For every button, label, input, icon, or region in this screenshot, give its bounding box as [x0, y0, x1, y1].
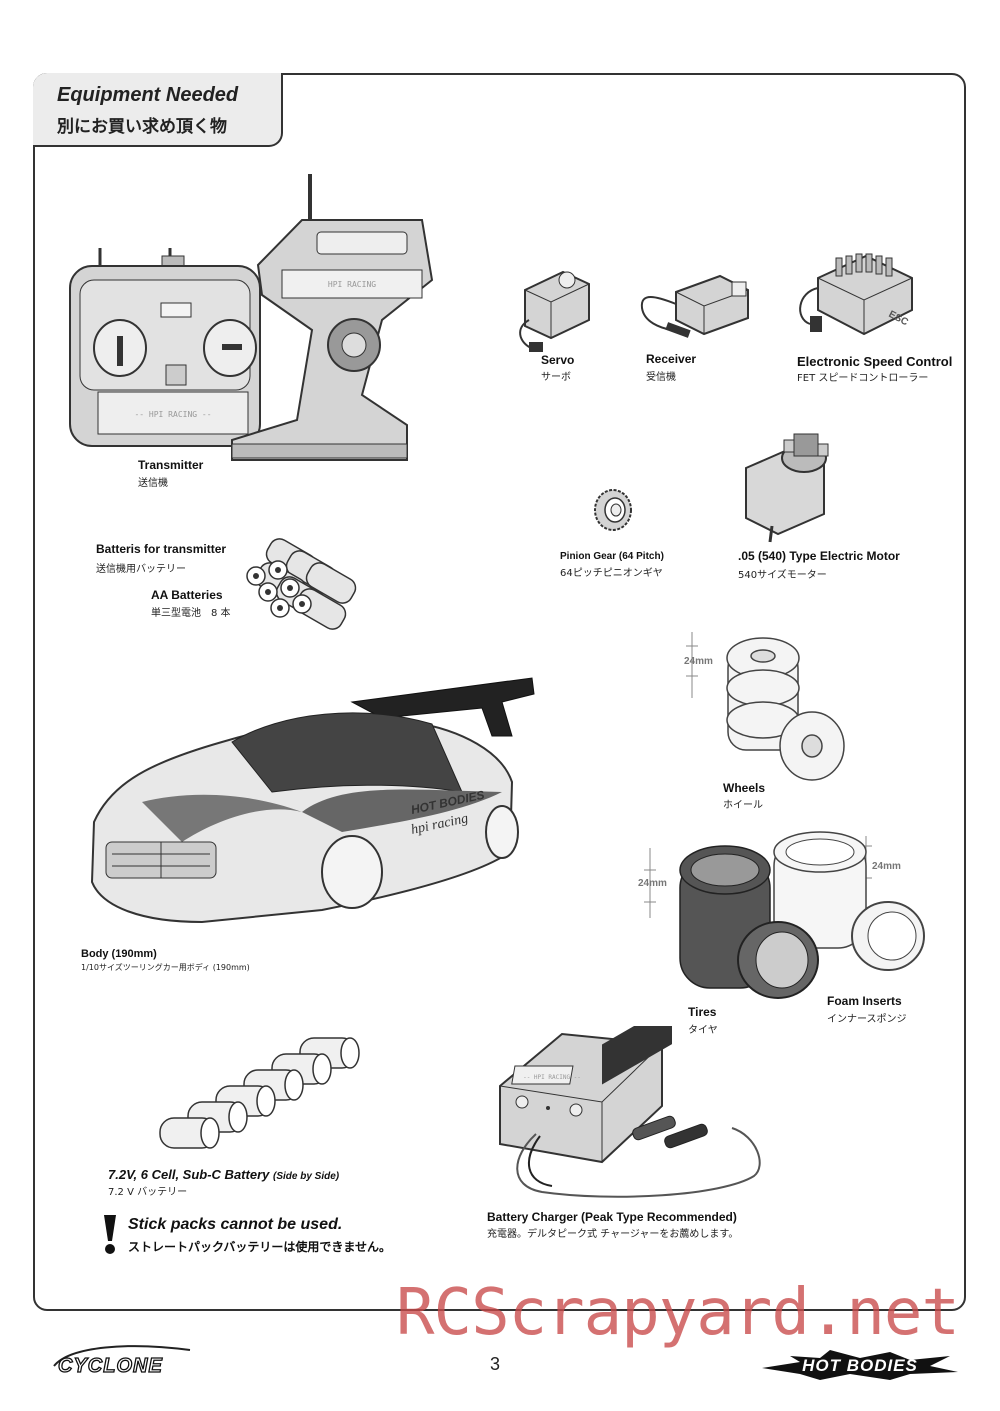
battery-pack-sub: 7.2 V バッテリー	[108, 1187, 188, 1198]
wheels-dim: 24mm	[684, 656, 713, 667]
esc-sub: FET スピードコントローラー	[797, 373, 929, 384]
transmitter-screen-text: -- HPI RACING --	[134, 410, 211, 419]
title-box	[33, 73, 283, 147]
foam-sub: インナースポンジ	[827, 1014, 907, 1025]
transmitter-label: Transmitter	[138, 458, 204, 472]
charger-screen-text: -- HPI RACING --	[523, 1074, 581, 1081]
cyclone-logo-text: CYCLONE	[58, 1355, 163, 1377]
hot-bodies-logo: HOT BODIES	[762, 1350, 958, 1380]
transmitter-sub: 送信機	[138, 478, 168, 489]
svg-text:HPI RACING: HPI RACING	[328, 280, 376, 289]
wheels-illustration	[686, 632, 845, 781]
esc-label: Electronic Speed Control	[797, 354, 953, 369]
aa-batteries-illustration	[246, 538, 357, 630]
tires-foam-illustration	[644, 831, 925, 999]
receiver-sub: 受信機	[646, 372, 676, 383]
page-title-jp: 別にお買い求め頂く物	[57, 117, 227, 137]
pinion-sub: 64ピッチピニオンギヤ	[560, 568, 663, 579]
foam-dim: 24mm	[872, 861, 901, 872]
battery-pack-note: (Side by Side)	[272, 1171, 340, 1182]
receiver-illustration	[640, 274, 749, 338]
receiver-label: Receiver	[646, 352, 697, 366]
page-frame	[33, 73, 966, 1311]
pinion-gear-illustration	[594, 489, 632, 531]
hot-bodies-logo-text: HOT BODIES	[802, 1356, 918, 1375]
pinion-label: Pinion Gear (64 Pitch)	[560, 551, 664, 562]
motor-sub: 540サイズモーター	[738, 570, 827, 581]
cyclone-logo: CYCLONE	[53, 1345, 191, 1378]
warning-icon	[104, 1215, 116, 1254]
foam-label: Foam Inserts	[827, 994, 902, 1008]
motor-label: .05 (540) Type Electric Motor	[738, 549, 900, 563]
watermark: RCScrapyard.net	[396, 1276, 960, 1350]
battery-pack-illustration	[159, 1037, 360, 1149]
servo-sub: サーボ	[541, 372, 571, 383]
aa-batteries-sub: 単三型電池 8 本	[151, 608, 231, 619]
wheels-sub: ホイール	[723, 800, 763, 811]
tires-dim: 24mm	[638, 878, 667, 889]
tires-label: Tires	[688, 1005, 717, 1019]
charger-illustration: -- HPI RACING --	[499, 1026, 761, 1198]
body-illustration: HOT BODIES hpi racing	[90, 677, 535, 924]
aa-batteries-label: AA Batteries	[151, 588, 223, 602]
warning-text: Stick packs cannot be used.	[128, 1216, 343, 1233]
tx-batteries-label: Batteris for transmitter	[96, 542, 227, 556]
battery-pack-label: 7.2V, 6 Cell, Sub-C Battery (Side by Sid…	[108, 1167, 340, 1182]
warning-text-jp: ストレートパックバッテリーは使用できません。	[128, 1240, 392, 1254]
page-title: Equipment Needed	[57, 84, 239, 106]
page-number: 3	[490, 1354, 501, 1374]
servo-illustration	[519, 270, 590, 352]
body-label: Body (190mm)	[81, 948, 157, 960]
motor-illustration	[745, 433, 829, 543]
wheels-label: Wheels	[723, 781, 766, 795]
charger-label: Battery Charger (Peak Type Recommended)	[487, 1210, 737, 1224]
tires-sub: タイヤ	[688, 1025, 718, 1036]
body-sub: 1/10サイズツーリングカー用ボディ (190mm)	[81, 963, 250, 972]
tx-batteries-sub: 送信機用バッテリー	[96, 564, 186, 575]
servo-label: Servo	[541, 353, 575, 367]
esc-illustration: ESC	[799, 253, 913, 336]
transmitter-illustration: -- HPI RACING -- HPI RACING	[69, 174, 434, 461]
charger-sub: 充電器。デルタピーク式 チャージャーをお薦めします。	[487, 1229, 739, 1240]
